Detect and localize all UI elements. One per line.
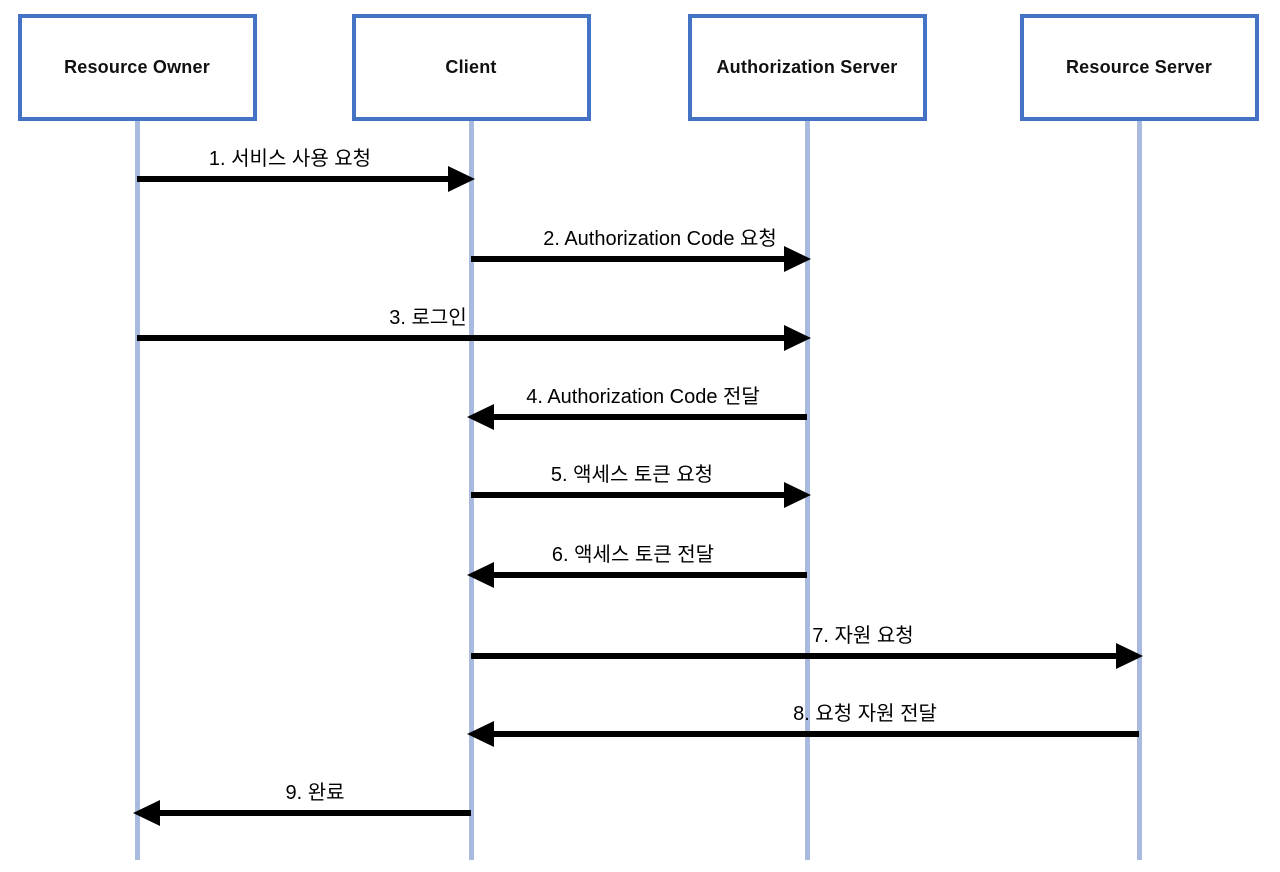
message-line-6 <box>488 572 807 578</box>
actor-label-client: Client <box>445 57 497 77</box>
actor-box-client: Client <box>351 14 591 121</box>
arrowhead-icon-4 <box>467 404 494 430</box>
message-line-8 <box>488 731 1139 737</box>
message-label-9: 9. 완료 <box>285 782 345 804</box>
arrowhead-icon-8 <box>467 721 494 747</box>
message-label-7: 7. 자원 요청 <box>812 625 914 647</box>
lifeline-resource-owner <box>134 120 140 860</box>
arrowhead-icon-5 <box>784 482 811 508</box>
actor-label-authorization-server: Authorization Server <box>716 57 898 77</box>
message-line-1 <box>137 176 454 182</box>
message-label-1: 1. 서비스 사용 요청 <box>208 148 372 170</box>
actor-label-resource-server: Resource Server <box>1065 57 1213 77</box>
arrowhead-icon-6 <box>467 562 494 588</box>
actor-box-authorization-server: Authorization Server <box>687 14 927 121</box>
message-label-5: 5. 액세스 토큰 요청 <box>550 464 714 486</box>
message-label-2: 2. Authorization Code 요청 <box>543 228 777 250</box>
message-label-3: 3. 로그인 <box>389 307 467 329</box>
message-line-2 <box>471 256 790 262</box>
actor-box-resource-owner: Resource Owner <box>17 14 257 121</box>
message-line-4 <box>488 414 807 420</box>
message-line-9 <box>154 810 471 816</box>
lifeline-client <box>468 120 474 860</box>
message-label-6: 6. 액세스 토큰 전달 <box>551 544 715 566</box>
message-line-3 <box>137 335 790 341</box>
arrowhead-icon-7 <box>1116 643 1143 669</box>
arrowhead-icon-2 <box>784 246 811 272</box>
arrowhead-icon-9 <box>133 800 160 826</box>
message-label-4: 4. Authorization Code 전달 <box>526 386 760 408</box>
arrowhead-icon-3 <box>784 325 811 351</box>
actor-label-resource-owner: Resource Owner <box>64 57 210 77</box>
arrowhead-icon-1 <box>448 166 475 192</box>
message-line-5 <box>471 492 790 498</box>
message-label-8: 8. 요청 자원 전달 <box>793 703 937 725</box>
message-line-7 <box>471 653 1122 659</box>
lifeline-resource-server <box>1136 120 1142 860</box>
actor-box-resource-server: Resource Server <box>1019 14 1259 121</box>
